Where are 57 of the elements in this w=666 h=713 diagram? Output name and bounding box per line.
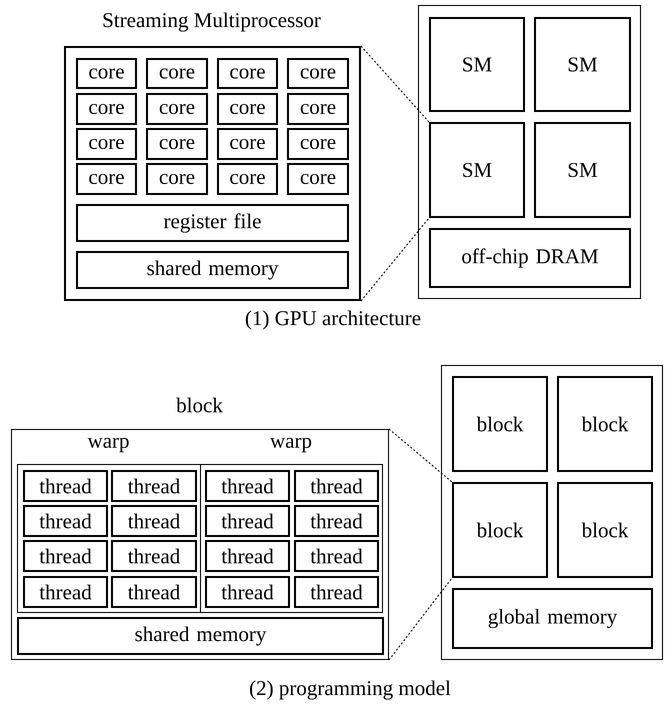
core-box: core xyxy=(146,58,208,89)
core-box: core xyxy=(76,58,137,89)
thread-box: thread xyxy=(111,540,197,572)
register-file-box: register file xyxy=(76,204,349,242)
caption: (2) programming model xyxy=(250,680,450,700)
block-box: block xyxy=(557,376,653,472)
thread-box: thread xyxy=(23,540,108,572)
thread-box: thread xyxy=(205,540,290,572)
thread-box: thread xyxy=(294,470,379,502)
zoom-line xyxy=(388,578,452,660)
thread-box: thread xyxy=(205,576,290,608)
core-box: core xyxy=(76,93,137,125)
block-box: block xyxy=(557,482,653,578)
block-box: block xyxy=(452,482,548,578)
core-box: core xyxy=(217,163,278,195)
core-box: core xyxy=(146,163,208,195)
core-box: core xyxy=(287,128,349,160)
core-box: core xyxy=(217,58,278,89)
sm-box: SM xyxy=(534,17,631,112)
dram-box: off-chip DRAM xyxy=(429,228,631,288)
memory-box: shared memory xyxy=(17,617,384,655)
thread-box: thread xyxy=(111,470,197,502)
sm-box: SM xyxy=(429,122,525,218)
memory-box: global memory xyxy=(452,588,653,649)
core-box: core xyxy=(217,128,278,160)
core-box: core xyxy=(76,128,137,160)
core-box: core xyxy=(76,163,137,195)
device-box xyxy=(441,365,663,660)
node-label: warp xyxy=(88,438,129,452)
core-box: core xyxy=(146,128,208,160)
caption: (1) GPU architecture xyxy=(246,310,420,330)
thread-box: thread xyxy=(23,576,108,608)
core-box: core xyxy=(287,163,349,195)
thread-box: thread xyxy=(111,576,197,608)
memory-box: shared memory xyxy=(76,251,349,289)
core-box: core xyxy=(146,93,208,125)
thread-box: thread xyxy=(294,505,379,537)
zoom-line xyxy=(388,428,452,482)
thread-box: thread xyxy=(205,505,290,537)
node-label: warp xyxy=(270,438,312,452)
zoom-line xyxy=(360,218,430,302)
core-box: core xyxy=(217,93,278,125)
node-label: Streaming Multiprocessor xyxy=(104,12,321,32)
gpu-box xyxy=(418,5,641,299)
core-box: core xyxy=(287,93,349,125)
thread-box: thread xyxy=(294,576,379,608)
thread-box: thread xyxy=(23,470,108,502)
thread-box: thread xyxy=(294,540,379,572)
block-box: block xyxy=(452,376,548,472)
zoom-line xyxy=(360,46,430,122)
core-box: core xyxy=(287,58,349,89)
sm-box: SM xyxy=(534,122,631,218)
thread-box: thread xyxy=(205,470,290,502)
sm-box: SM xyxy=(429,17,525,112)
node-label: block xyxy=(176,398,223,412)
thread-box: thread xyxy=(23,505,108,537)
thread-box: thread xyxy=(111,505,197,537)
